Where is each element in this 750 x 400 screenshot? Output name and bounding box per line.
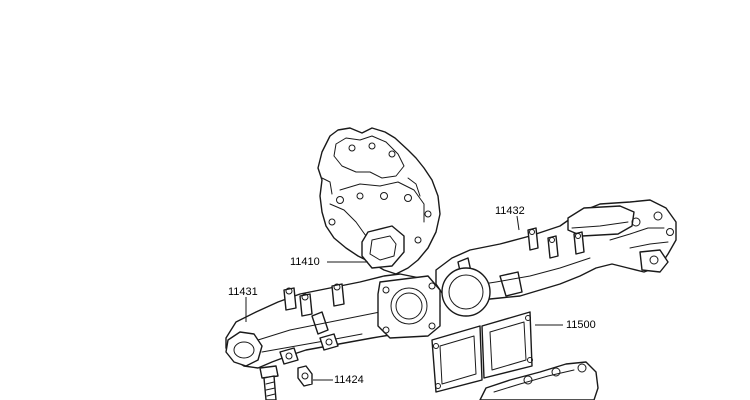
label-11410: 11410 [290, 256, 320, 268]
bolt[interactable] [259, 365, 279, 400]
part-11424-stud[interactable] [297, 365, 313, 387]
lower-manifold[interactable] [479, 361, 599, 400]
label-11424: 11424 [334, 374, 364, 386]
label-11431: 11431 [228, 286, 258, 298]
part-11500-gasket[interactable] [431, 311, 533, 393]
leader-lines [245, 215, 563, 381]
part-11410-housing[interactable] [317, 127, 441, 275]
label-11432: 11432 [495, 205, 525, 217]
part-11431-exhaust-manifold[interactable] [225, 273, 441, 369]
part-11432-exhaust-manifold[interactable] [435, 199, 677, 317]
label-11500: 11500 [566, 319, 596, 331]
